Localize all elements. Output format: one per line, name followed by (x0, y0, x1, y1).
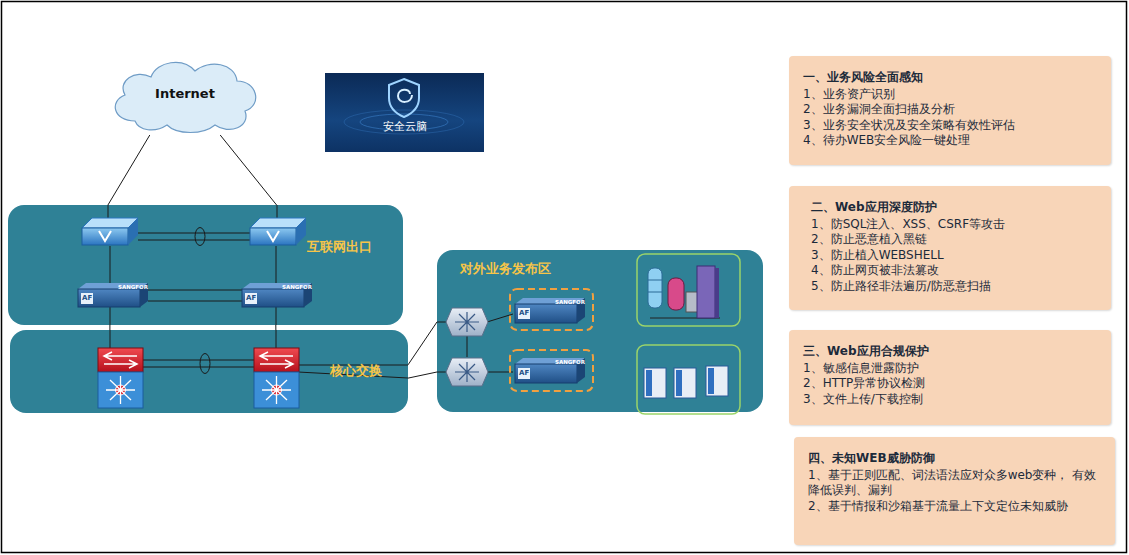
box-item: 4、待办WEB安全风险一键处理 (803, 133, 1099, 149)
box-item: 2、业务漏洞全面扫描及分析 (803, 102, 1099, 118)
network-link (408, 372, 437, 378)
logo-label: 安全云脑 (325, 119, 484, 134)
feature-box: 二、Web应用深度防护1、防SQL注入、XSS、CSRF等攻击2、防止恶意植入黑… (789, 186, 1111, 310)
brand-label: SANGFOR (282, 285, 312, 291)
box-item: 1、业务资产识别 (803, 87, 1099, 103)
box-item: 4、防止网页被非法篡改 (811, 263, 1099, 279)
feature-box: 一、业务风险全面感知1、业务资产识别2、业务漏洞全面扫描及分析3、业务安全状况及… (789, 56, 1111, 165)
zone-label: 核心交换 (330, 362, 382, 380)
box-item: 3、业务安全状况及安全策略有效性评估 (803, 118, 1099, 134)
feature-box: 四、未知WEB威胁防御1、基于正则匹配、词法语法应对众多web变种， 有效降低误… (794, 437, 1115, 545)
device-label: AF (246, 295, 256, 302)
box-heading: 三、Web应用合规保护 (803, 344, 1099, 360)
network-link (108, 135, 150, 205)
logo-box: 安全云脑 (325, 73, 484, 152)
brand-label: SANGFOR (555, 360, 585, 366)
box-item: 2、防止恶意植入黑链 (811, 232, 1099, 248)
zone-band: 互联网出口 (8, 205, 403, 325)
box-item: 2、基于情报和沙箱基于流量上下文定位未知威胁 (808, 499, 1103, 515)
device-label: AF (82, 295, 92, 302)
box-item: 1、防SQL注入、XSS、CSRF等攻击 (811, 217, 1099, 233)
box-item: 1、敏感信息泄露防护 (803, 361, 1099, 377)
network-link (220, 135, 276, 205)
device-label: AF (519, 310, 529, 317)
network-link (408, 322, 437, 365)
brand-label: SANGFOR (555, 300, 585, 306)
box-item: 5、防止路径非法遍历/防恶意扫描 (811, 279, 1099, 295)
box-heading: 一、业务风险全面感知 (803, 70, 1099, 86)
zone-band: 对外业务发布区 (437, 250, 763, 412)
feature-box: 三、Web应用合规保护1、敏感信息泄露防护2、HTTP异常协议检测3、文件上传/… (789, 330, 1111, 425)
device-label: AF (519, 370, 529, 377)
box-heading: 四、未知WEB威胁防御 (808, 451, 1103, 467)
box-heading: 二、Web应用深度防护 (811, 200, 1099, 216)
cloud-label: Internet (155, 86, 215, 101)
zone-label: 对外业务发布区 (460, 260, 551, 278)
box-item: 2、HTTP异常协议检测 (803, 376, 1099, 392)
zone-band: 核心交换 (10, 330, 408, 413)
cloud-node: Internet (105, 55, 265, 135)
zone-label: 互联网出口 (307, 238, 372, 256)
box-item: 1、基于正则匹配、词法语法应对众多web变种， 有效降低误判、漏判 (808, 468, 1103, 499)
brand-label: SANGFOR (118, 285, 148, 291)
box-item: 3、文件上传/下载控制 (803, 392, 1099, 408)
box-item: 3、防止植入WEBSHELL (811, 248, 1099, 264)
